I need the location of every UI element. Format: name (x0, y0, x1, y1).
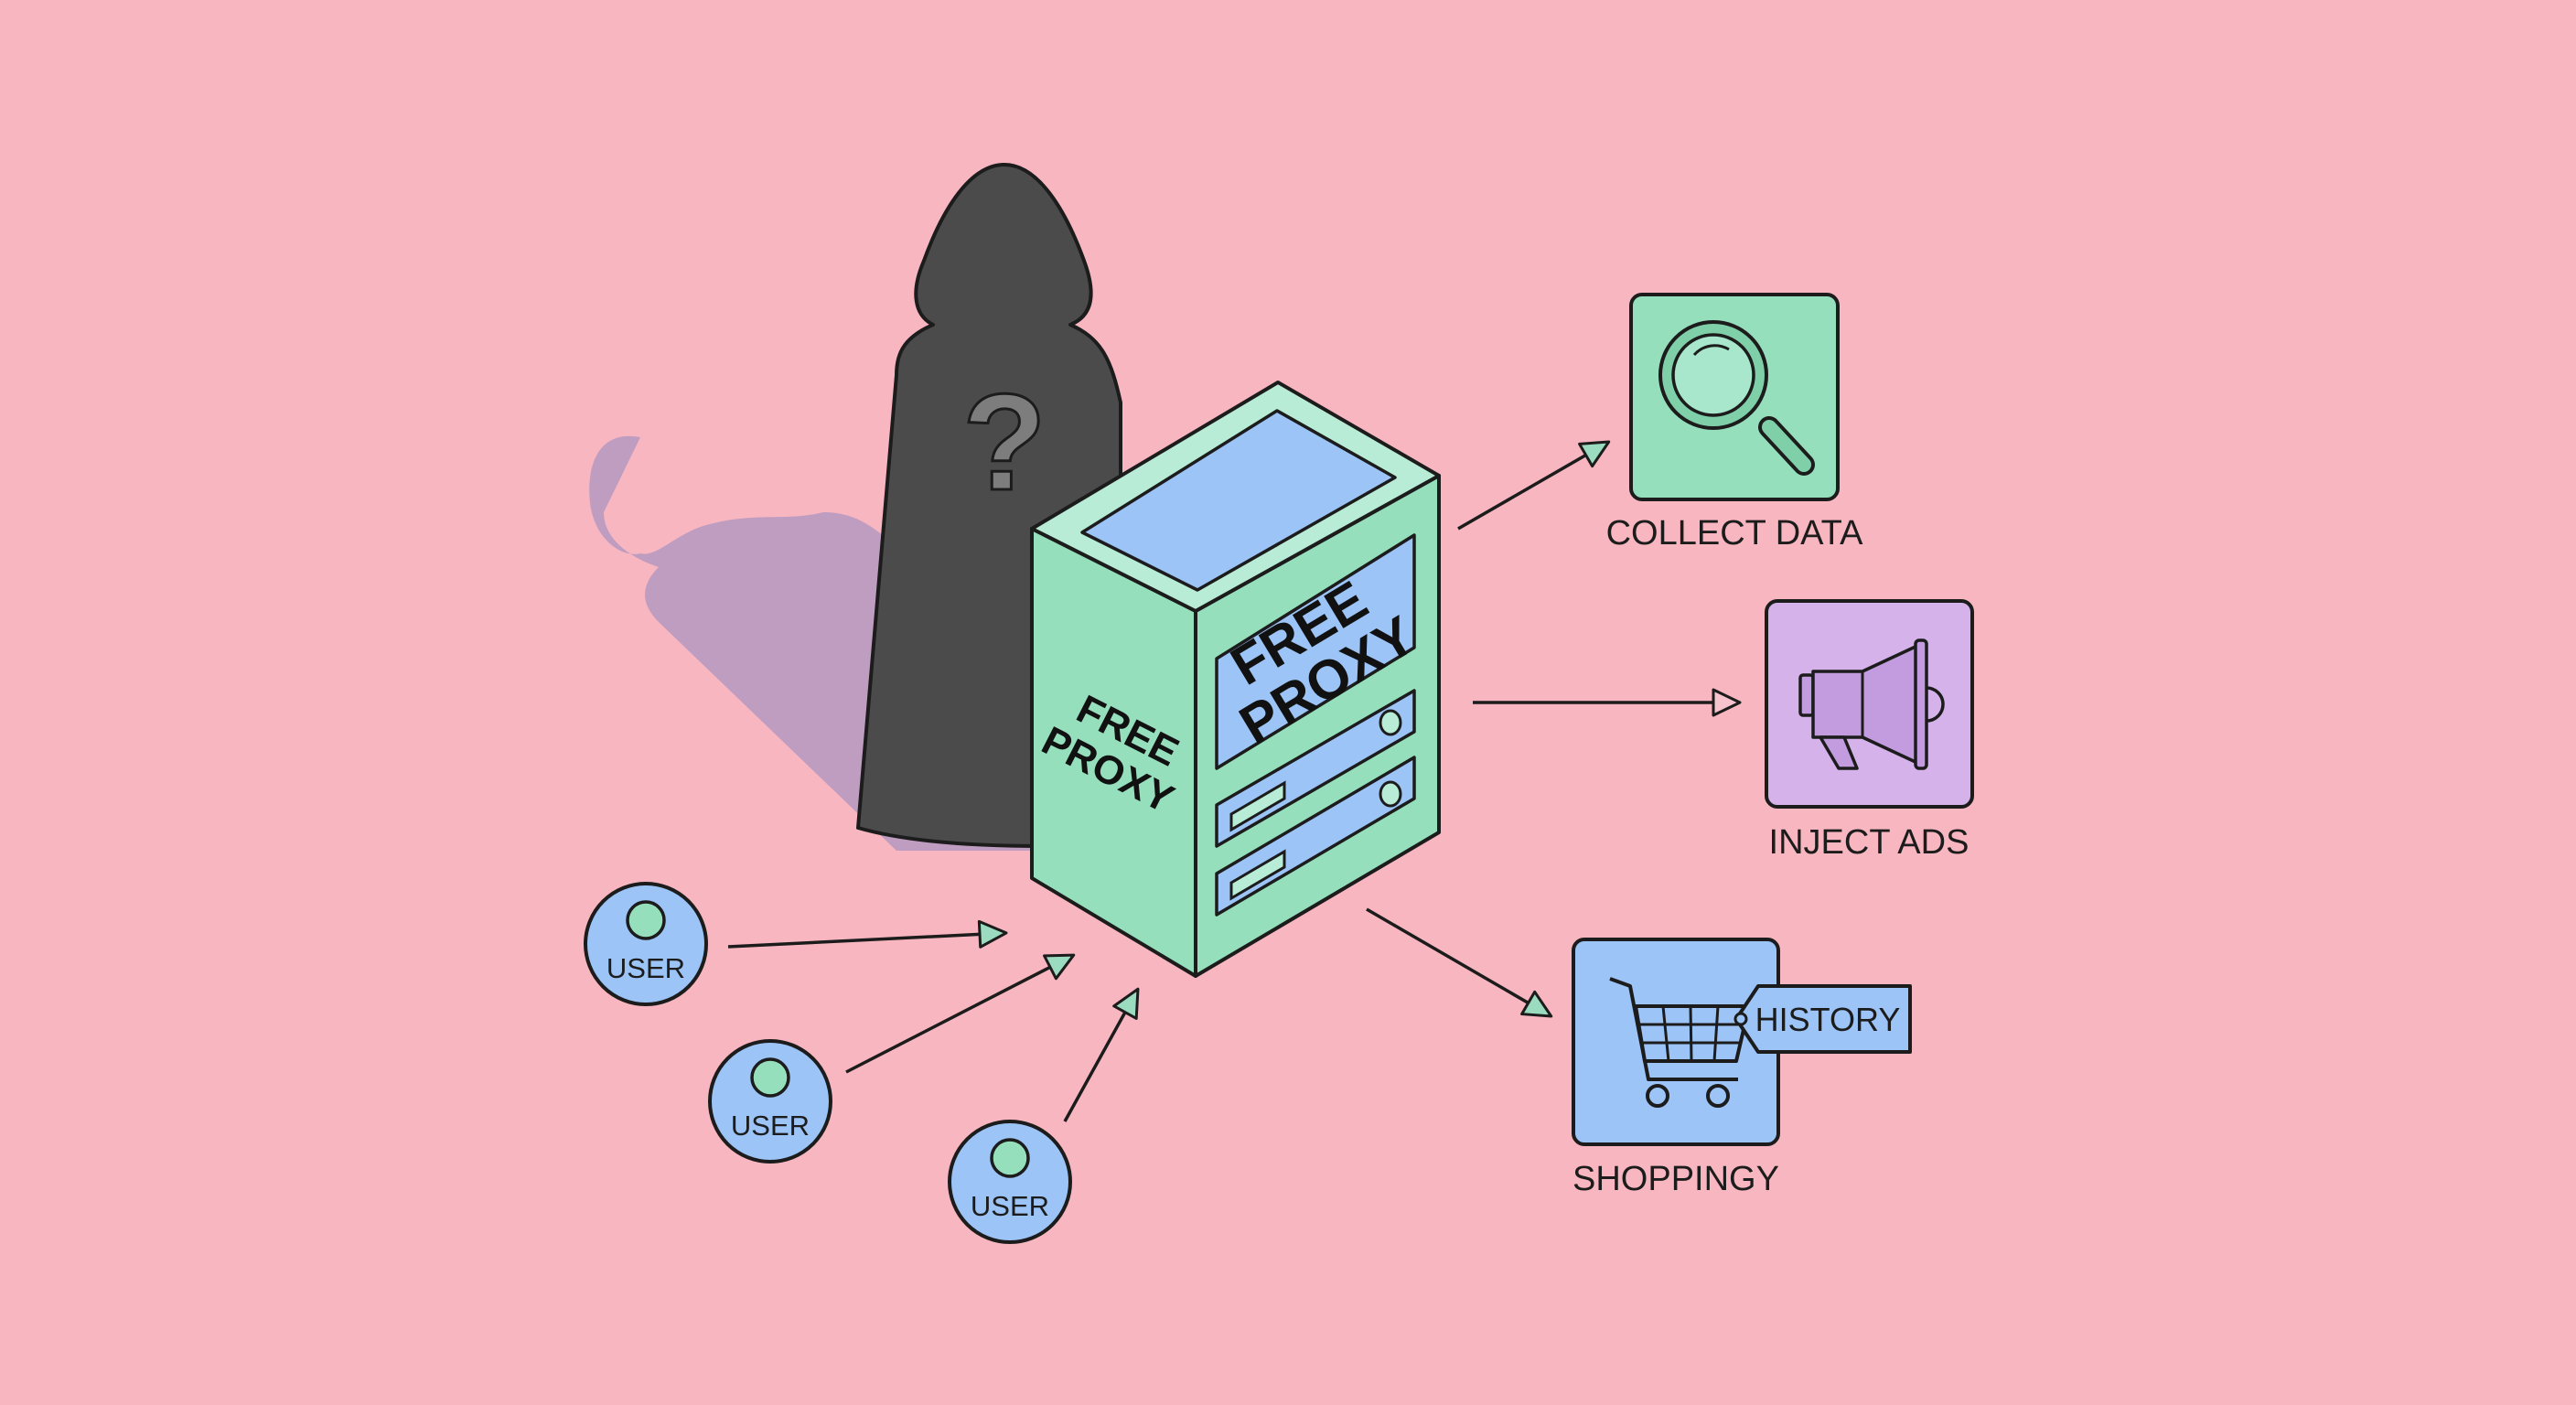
user-label: USER (971, 1190, 1049, 1222)
user-icon (626, 900, 666, 940)
user-arrow (845, 953, 1076, 1074)
user-arrow (727, 919, 1008, 949)
user-icon (990, 1138, 1030, 1178)
user-node: USER (948, 1120, 1072, 1244)
outcome-arrow (1457, 440, 1611, 531)
user-label: USER (731, 1110, 810, 1142)
question-mark: ? (962, 365, 1046, 519)
shopping-cart-icon (1609, 977, 1751, 1108)
drive-bay (1215, 756, 1416, 917)
shopping-label: SHOPPINGY (1572, 1160, 1779, 1198)
user-node: USER (708, 1039, 832, 1164)
outcome-arrow (1366, 907, 1553, 1018)
collect-data-label: COLLECT DATA (1606, 514, 1863, 552)
drive-bay (1215, 689, 1416, 848)
user-node: USER (584, 882, 708, 1006)
inject-ads-label: INJECT ADS (1769, 823, 1970, 862)
history-tag: HISTORY (1733, 984, 1912, 1054)
history-tag-label: HISTORY (1755, 1001, 1901, 1038)
proxy-server-icon: FREE PROXY FREE PROXY (1030, 381, 1441, 978)
user-icon (750, 1057, 790, 1098)
magnifying-glass-icon (1658, 320, 1815, 476)
shopping-card: HISTORY SHOPPINGY (1572, 938, 1912, 1198)
inject-ads-card: INJECT ADS (1765, 599, 1974, 862)
collect-data-card: COLLECT DATA (1606, 293, 1863, 552)
megaphone-icon (1798, 638, 1945, 770)
user-label: USER (606, 952, 685, 984)
user-arrow (1063, 987, 1140, 1122)
